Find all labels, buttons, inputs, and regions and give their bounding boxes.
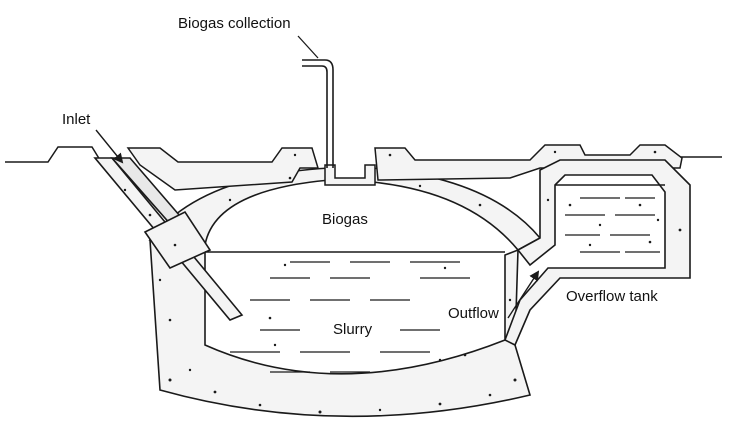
outflow-label: Outflow	[448, 305, 499, 322]
slurry-label: Slurry	[333, 321, 373, 338]
inlet-pipe	[93, 157, 244, 321]
biogas-collection-label: Biogas collection	[178, 15, 291, 32]
biogas-label: Biogas	[322, 211, 368, 228]
inlet-label: Inlet	[62, 111, 91, 128]
outflow-arrow	[507, 270, 540, 319]
ground-line	[5, 146, 722, 163]
outflow-channel	[503, 159, 691, 347]
slurry-texture	[230, 261, 470, 373]
top-slab	[126, 144, 683, 191]
overflow-texture	[565, 197, 660, 253]
overflow-tank-label: Overflow tank	[566, 288, 658, 305]
pipe-leader-line	[297, 35, 319, 59]
concrete-speckles	[123, 150, 682, 414]
biogas-collection-pipe	[302, 59, 334, 168]
inlet-arrow	[95, 129, 124, 164]
